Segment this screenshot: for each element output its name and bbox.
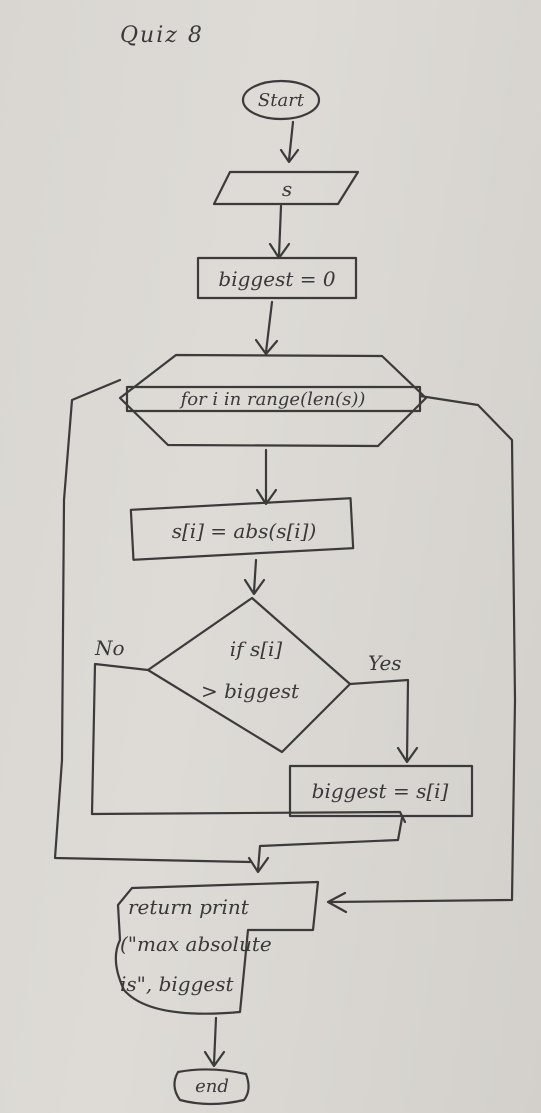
input-label: s — [282, 177, 292, 201]
init-box — [196, 256, 358, 300]
update-label: biggest = s[i] — [312, 779, 449, 803]
decision-line-1: if s[i] — [230, 637, 283, 661]
abs-assign-label: s[i] = abs(s[i]) — [172, 519, 317, 543]
start-label: Start — [258, 90, 305, 111]
loop-exit-right — [326, 394, 517, 914]
update-box — [288, 764, 474, 818]
output-line-2: ("max absolute — [120, 932, 272, 956]
loop-hexagon — [118, 353, 428, 448]
arrow-init-loop — [254, 300, 279, 356]
end-terminal — [173, 1068, 250, 1106]
loop-label: for i in range(len(s)) — [179, 389, 366, 410]
end-label: end — [195, 1076, 229, 1097]
decision-line-2: > biggest — [201, 679, 300, 703]
arrow-start-input — [279, 120, 300, 164]
loop-back-left — [53, 378, 252, 864]
output-line-1: return print — [128, 895, 250, 919]
init-label: biggest = 0 — [218, 267, 335, 291]
start-terminal — [241, 79, 321, 121]
arrow-loop-abs — [255, 448, 278, 506]
loop-inner-box — [125, 385, 422, 413]
merge-arrow — [247, 816, 404, 874]
decision-diamond — [146, 596, 352, 754]
arrow-abs-decision — [243, 558, 266, 596]
abs-assign-box — [129, 497, 355, 561]
no-label: No — [94, 636, 125, 660]
arrow-output-end — [203, 1016, 226, 1068]
output-line-3: is", biggest — [120, 972, 234, 996]
quiz-title: Quiz 8 — [120, 23, 204, 48]
yes-label: Yes — [368, 651, 402, 675]
output-box — [114, 880, 320, 1015]
input-parallelogram — [212, 170, 360, 206]
arrow-input-init — [268, 204, 291, 260]
yes-branch-arrow — [348, 678, 419, 764]
